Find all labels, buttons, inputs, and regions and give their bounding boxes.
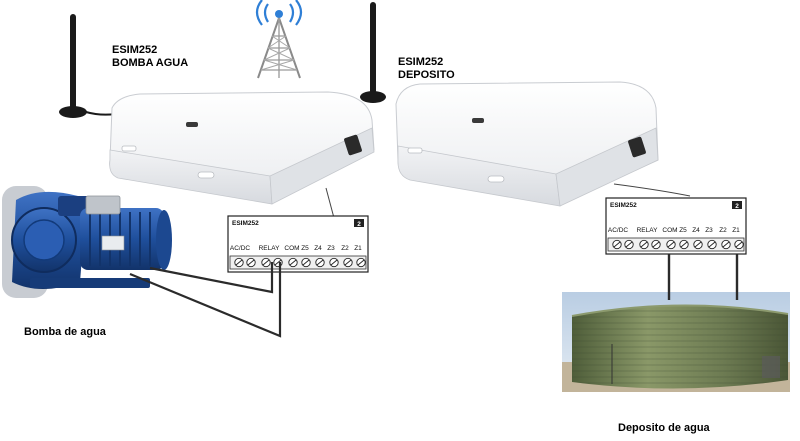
screw-slot <box>613 241 621 248</box>
terminal-label: Z4 <box>314 245 322 252</box>
terminal-label: Z3 <box>705 227 713 234</box>
terminal-label: Z1 <box>354 245 362 252</box>
device-role: BOMBA AGUA <box>112 57 189 69</box>
terminal-label: Z2 <box>341 245 349 252</box>
antenna-icon <box>360 2 386 103</box>
screw-slot <box>344 259 352 266</box>
screw-slot <box>357 259 365 266</box>
screw-slot <box>330 259 338 266</box>
terminal-label: AC/DC <box>230 245 251 252</box>
terminal-label: Z2 <box>719 227 727 234</box>
screw-slot <box>625 241 633 248</box>
esim252-device-tank <box>395 81 659 207</box>
terminal-block-tank: ESIM252 2 AC/DC RELAY COM Z5 Z4 Z3 Z2 Z1 <box>605 197 747 255</box>
device-label-pump: ESIM252 BOMBA AGUA <box>112 44 188 70</box>
antenna-icon <box>59 14 117 118</box>
device-link-line <box>613 183 691 197</box>
terminal-label: Z5 <box>679 227 687 234</box>
terminal-label: COM <box>284 245 299 252</box>
terminal-header: ESIM252 <box>232 220 259 227</box>
terminal-label: Z5 <box>301 245 309 252</box>
device-model: ESIM252 <box>112 44 158 56</box>
screw-slot <box>667 241 675 248</box>
device-role: DEPOSITO <box>398 69 455 81</box>
terminal-label: AC/DC <box>608 227 629 234</box>
terminal-label: RELAY <box>259 245 280 252</box>
screw-slot <box>262 259 270 266</box>
screw-slot <box>694 241 702 248</box>
screw-slot <box>722 241 730 248</box>
screw-slot <box>708 241 716 248</box>
screw-slot <box>640 241 648 248</box>
terminal-badge: 2 <box>357 221 361 228</box>
caption-tank: Deposito de agua <box>618 422 710 434</box>
terminal-label: Z3 <box>327 245 335 252</box>
screw-slot <box>680 241 688 248</box>
device-link-line <box>325 187 335 219</box>
caption-pump: Bomba de agua <box>24 326 106 338</box>
screw-slot <box>652 241 660 248</box>
water-tank-icon <box>562 292 790 392</box>
terminal-label: RELAY <box>637 227 658 234</box>
terminal-header: ESIM252 <box>610 202 637 209</box>
device-label-tank: ESIM252 DEPOSITO <box>398 56 455 82</box>
screw-slot <box>316 259 324 266</box>
esim252-device-pump <box>109 91 375 205</box>
screw-terminals <box>607 237 745 252</box>
pump-wiring <box>129 262 282 338</box>
water-pump-icon <box>2 186 172 298</box>
device-model: ESIM252 <box>398 56 444 68</box>
terminal-block-pump: ESIM252 2 AC/DC RELAY COM Z5 Z4 Z3 Z2 Z1 <box>227 215 369 273</box>
screw-slot <box>735 241 743 248</box>
tank-wiring <box>667 254 739 300</box>
terminal-label: Z1 <box>732 227 740 234</box>
terminal-badge: 2 <box>735 203 739 210</box>
screw-slot <box>302 259 310 266</box>
terminal-label: Z4 <box>692 227 700 234</box>
screw-slot <box>274 259 282 266</box>
screw-terminals <box>229 255 367 270</box>
cell-tower-icon <box>255 0 303 79</box>
terminal-label: COM <box>662 227 677 234</box>
screw-slot <box>289 259 297 266</box>
screw-slot <box>235 259 243 266</box>
screw-slot <box>247 259 255 266</box>
